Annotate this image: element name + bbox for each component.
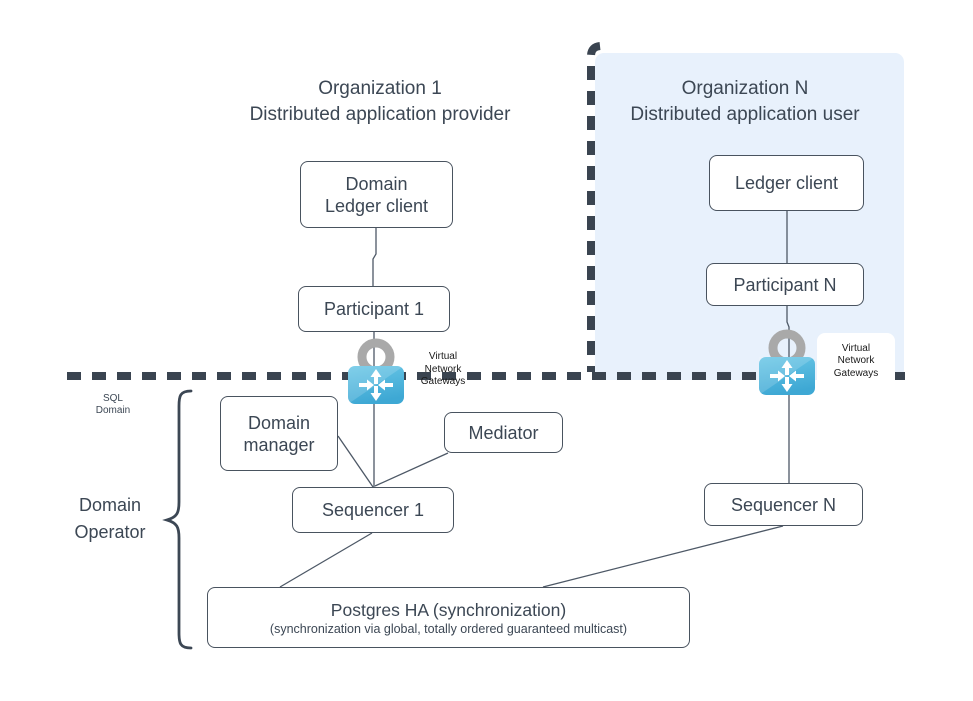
org1-header: Organization 1 Distributed application p… [180, 76, 580, 128]
orgN-header: Organization N Distributed application u… [570, 76, 920, 128]
connector-dlc-participant1 [372, 228, 377, 286]
node-domain-ledger-client: Domain Ledger client [300, 161, 453, 228]
node-participant-n: Participant N [706, 263, 864, 306]
virtual-network-gateway-icon-right [759, 334, 815, 395]
virtual-network-gateways-label-right: Virtual Network Gateways [833, 342, 879, 379]
virtual-network-gateways-label-left: Virtual Network Gateways [420, 351, 466, 387]
node-participant-1: Participant 1 [298, 286, 450, 332]
connector-sequencerN-postgres [542, 525, 784, 588]
connector-domainmanager-sequencer1 [337, 435, 374, 488]
orgN-title: Organization N [681, 78, 809, 99]
node-ledger-client-n: Ledger client [709, 155, 864, 211]
connectors [279, 211, 790, 588]
connector-mediator-sequencer1 [374, 452, 449, 487]
organization-n-panel [595, 53, 904, 380]
domain-operator-brace [162, 389, 193, 650]
org1-subtitle: Distributed application provider [249, 104, 511, 125]
connector-participantN-sequencerN [786, 306, 790, 483]
vertical-boundary-line [587, 42, 601, 372]
node-mediator: Mediator [444, 412, 563, 453]
orgN-subtitle: Distributed application user [630, 104, 860, 125]
node-sequencer-1: Sequencer 1 [292, 487, 454, 533]
sql-domain-label: SQL Domain [95, 393, 131, 416]
domain-operator-label: Domain Operator [74, 495, 146, 542]
virtual-network-gateway-icon-left [348, 343, 404, 404]
org1-title: Organization 1 [318, 78, 442, 99]
connector-sequencer1-postgres [279, 532, 373, 588]
node-sequencer-n: Sequencer N [704, 483, 863, 526]
trust-boundary-dashed-lines [67, 42, 905, 380]
postgres-subtitle: (synchronization via global, totally ord… [269, 621, 628, 636]
node-postgres-ha: Postgres HA (synchronization) (synchroni… [207, 587, 690, 648]
postgres-title: Postgres HA (synchronization) [330, 599, 567, 620]
virtual-network-gateways-labelbox-right: Virtual Network Gateways [817, 333, 895, 390]
node-domain-manager: Domain manager [220, 396, 338, 471]
